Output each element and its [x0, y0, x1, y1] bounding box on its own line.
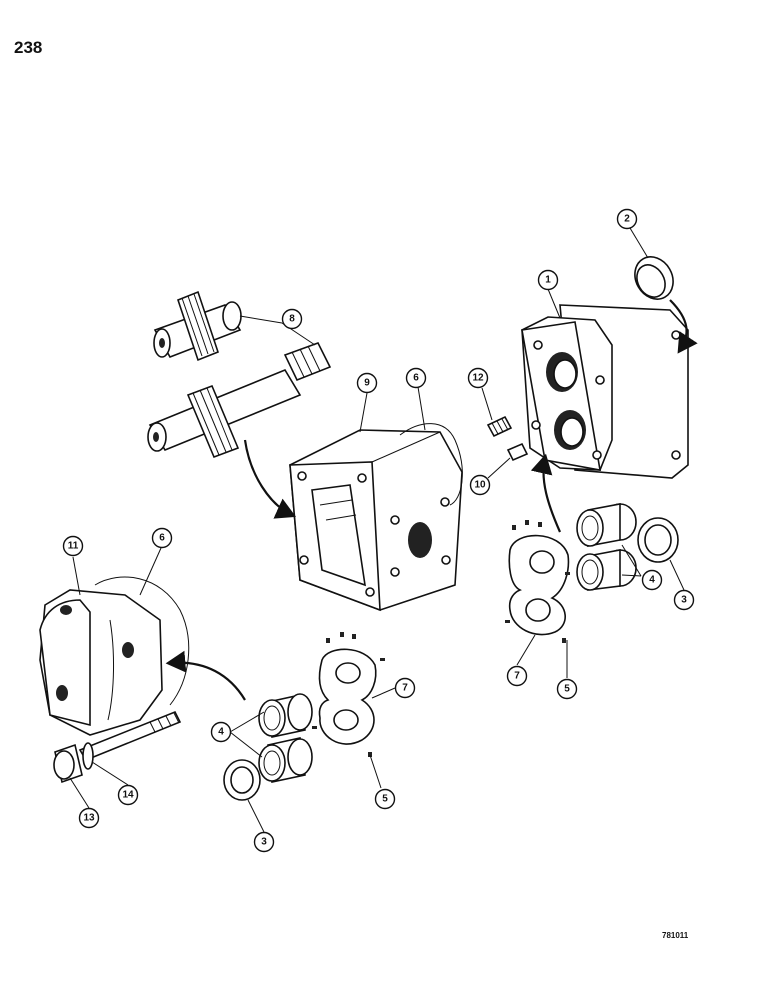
leader-lines — [69, 227, 685, 833]
assembly-arrow-seal — [669, 299, 698, 354]
callout-4-left: 4 — [210, 721, 232, 743]
dowel-pin — [506, 442, 529, 462]
callout-3-right: 3 — [673, 589, 695, 611]
svg-text:2: 2 — [624, 214, 630, 225]
assembly-arrow-gears — [243, 439, 297, 519]
callout-6-lower: 6 — [151, 527, 173, 549]
callout-8: 8 — [281, 308, 303, 330]
callout-13: 13 — [78, 807, 100, 829]
flange-housing — [521, 304, 689, 479]
assembly-arrow-housing — [530, 453, 562, 533]
svg-text:11: 11 — [68, 541, 79, 552]
shaft-seal — [634, 256, 674, 300]
seal-ring-right — [637, 517, 679, 563]
washer — [82, 742, 94, 770]
callout-11: 11 — [62, 535, 84, 557]
callout-5-left: 5 — [374, 788, 396, 810]
end-cover — [39, 589, 163, 736]
callout-2: 2 — [616, 208, 638, 230]
callout-14: 14 — [117, 784, 139, 806]
svg-text:7: 7 — [402, 683, 408, 694]
svg-text:3: 3 — [261, 837, 267, 848]
svg-text:5: 5 — [564, 684, 570, 695]
callout-9: 9 — [356, 372, 378, 394]
svg-text:9: 9 — [364, 378, 370, 389]
svg-text:3: 3 — [681, 595, 687, 606]
svg-text:8: 8 — [289, 314, 295, 325]
svg-text:7: 7 — [514, 671, 520, 682]
page-number: 238 — [14, 38, 43, 57]
wear-plate-right — [505, 520, 570, 643]
svg-text:12: 12 — [472, 373, 484, 384]
bearing-lower-left — [258, 737, 313, 783]
svg-text:10: 10 — [474, 480, 486, 491]
seal-ring-left — [223, 759, 261, 801]
plug-screw — [486, 415, 513, 438]
drive-gear-short — [153, 290, 242, 362]
callout-3-left: 3 — [253, 831, 275, 853]
svg-text:14: 14 — [122, 790, 134, 801]
figure-code: 781011 — [662, 931, 689, 940]
callout-7-right: 7 — [506, 665, 528, 687]
svg-text:6: 6 — [159, 533, 165, 544]
callout-5-right: 5 — [556, 678, 578, 700]
svg-text:13: 13 — [83, 813, 95, 824]
callout-12: 12 — [467, 367, 489, 389]
callout-6-upper: 6 — [405, 367, 427, 389]
bearing-upper-left — [258, 693, 313, 738]
svg-text:4: 4 — [649, 575, 655, 586]
svg-text:5: 5 — [382, 794, 388, 805]
pump-body — [289, 429, 463, 612]
callout-4-right: 4 — [641, 569, 663, 591]
bearing-lower-right — [576, 549, 637, 591]
svg-text:1: 1 — [545, 275, 551, 286]
callout-10: 10 — [469, 474, 491, 496]
o-ring-lower — [94, 576, 190, 706]
callout-1: 1 — [537, 269, 559, 291]
assembly-arrow-cover — [165, 650, 246, 701]
drive-gear-long-shaft — [147, 342, 332, 459]
bearing-upper-right — [576, 503, 637, 547]
callout-7-left: 7 — [394, 677, 416, 699]
svg-text:4: 4 — [218, 727, 224, 738]
wear-plate-left — [312, 632, 385, 757]
svg-text:6: 6 — [413, 373, 419, 384]
o-ring-upper — [399, 423, 463, 506]
